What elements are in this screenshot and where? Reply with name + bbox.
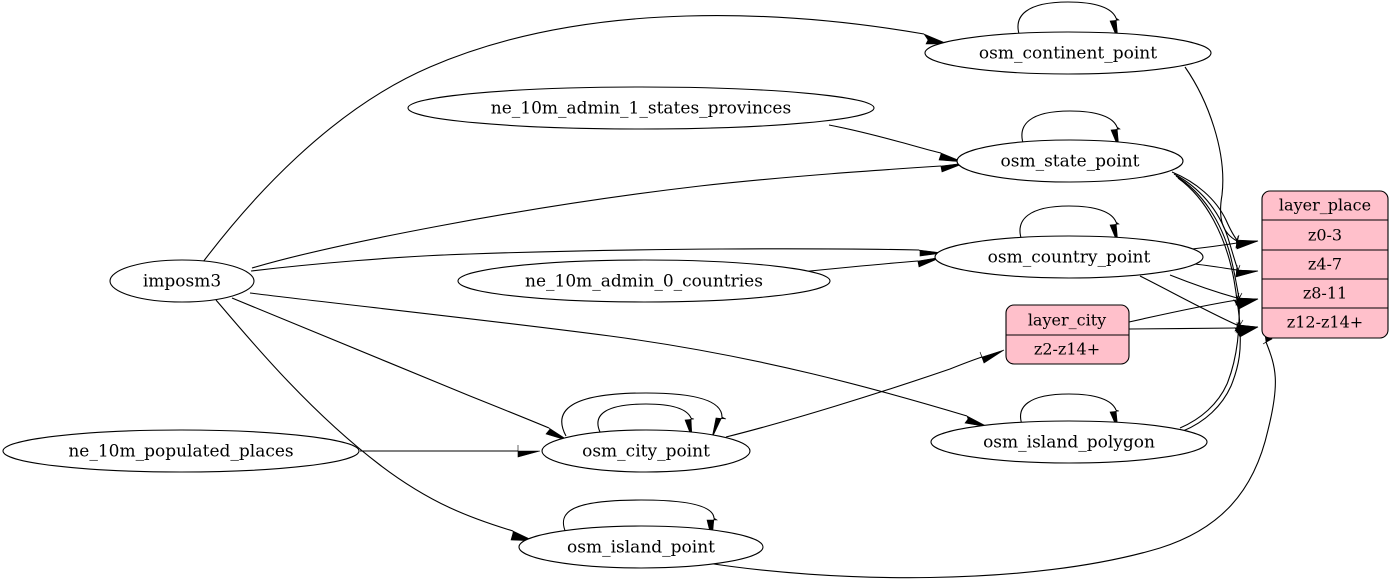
node-label-osm_continent_point: osm_continent_point [979, 44, 1157, 64]
node-osm_continent_point[interactable]: osm_continent_point [924, 31, 1212, 75]
layer_place-field-z12-z14[interactable]: z12-z14+ [1287, 313, 1363, 332]
selfloop-osm_city_point-outer [561, 392, 727, 439]
node-label-ne_10m_admin_0_countries: ne_10m_admin_0_countries [525, 272, 763, 292]
edge-imposm3-to-osm_island_point [215, 299, 535, 542]
edge-imposm3-to-osm_state_point [251, 162, 966, 269]
edge-osm_country_point-to-layer_place-z0-3 [1191, 237, 1259, 250]
layer_city-field-z2-z14[interactable]: z2-z14+ [1034, 340, 1100, 359]
edge-ne_countries-to-osm_country_point [799, 256, 943, 273]
node-label-osm_island_point: osm_island_point [567, 538, 715, 558]
edge-imposm3-to-osm_continent_point [202, 15, 949, 263]
node-osm_island_polygon[interactable]: osm_island_polygon [930, 420, 1208, 464]
node-osm_state_point[interactable]: osm_state_point [956, 139, 1184, 183]
edge-osm_island_polygon-to-layer_place-z8-11 [1179, 298, 1259, 429]
layer_place-field-z4-7[interactable]: z4-7 [1308, 255, 1342, 274]
record-node-layer_city[interactable]: layer_city z2-z14+ [1005, 304, 1130, 365]
node-label-osm_island_polygon: osm_island_polygon [983, 433, 1155, 453]
node-ne_10m_admin_0_countries[interactable]: ne_10m_admin_0_countries [457, 259, 831, 303]
edge-imposm3-to-osm_island_polygon [249, 292, 989, 428]
layer_city-header-label: layer_city [1028, 311, 1106, 330]
edge-imposm3-to-osm_country_point [250, 248, 944, 272]
node-osm_city_point[interactable]: osm_city_point [541, 429, 751, 473]
edge-osm_continent_point-to-layer_place-z0-3 [1184, 66, 1259, 249]
node-label-osm_country_point: osm_country_point [988, 248, 1151, 268]
node-imposm3[interactable]: imposm3 [109, 259, 255, 303]
layer_place-header-label: layer_place [1279, 196, 1371, 215]
node-label-osm_city_point: osm_city_point [582, 442, 710, 462]
edge-ne_populated-to-osm_city_point [360, 445, 541, 458]
layer_place-field-z8-11[interactable]: z8-11 [1303, 284, 1347, 303]
record-node-layer_place[interactable]: layer_place z0-3 z4-7 z8-11 z12-z14+ [1261, 190, 1389, 339]
edge-imposm3-to-osm_city_point [231, 297, 570, 442]
node-ne_10m_populated_places[interactable]: ne_10m_populated_places [2, 429, 360, 473]
node-layer: imposm3 ne_10m_admin_1_states_provinces … [2, 31, 1212, 569]
node-ne_10m_admin_1_states_provinces[interactable]: ne_10m_admin_1_states_provinces [407, 86, 875, 130]
node-label-ne_10m_populated_places: ne_10m_populated_places [68, 442, 293, 462]
edge-ne_states-to-osm_state_point [828, 124, 964, 163]
node-osm_country_point[interactable]: osm_country_point [934, 235, 1204, 279]
node-label-imposm3: imposm3 [143, 272, 221, 292]
node-label-osm_state_point: osm_state_point [1001, 152, 1140, 172]
node-label-ne_10m_admin_1_states_provinces: ne_10m_admin_1_states_provinces [491, 99, 791, 119]
edge-osm_city_point-to-layer_city-z2-z14+ [725, 349, 1005, 438]
node-osm_island_point[interactable]: osm_island_point [518, 525, 764, 569]
edge-osm_country_point-to-layer_place-z4-7 [1194, 263, 1259, 277]
layer_place-field-z0-3[interactable]: z0-3 [1308, 226, 1342, 245]
edge-osm_island_polygon-to-layer_place-z12-z14+ [1182, 326, 1259, 432]
